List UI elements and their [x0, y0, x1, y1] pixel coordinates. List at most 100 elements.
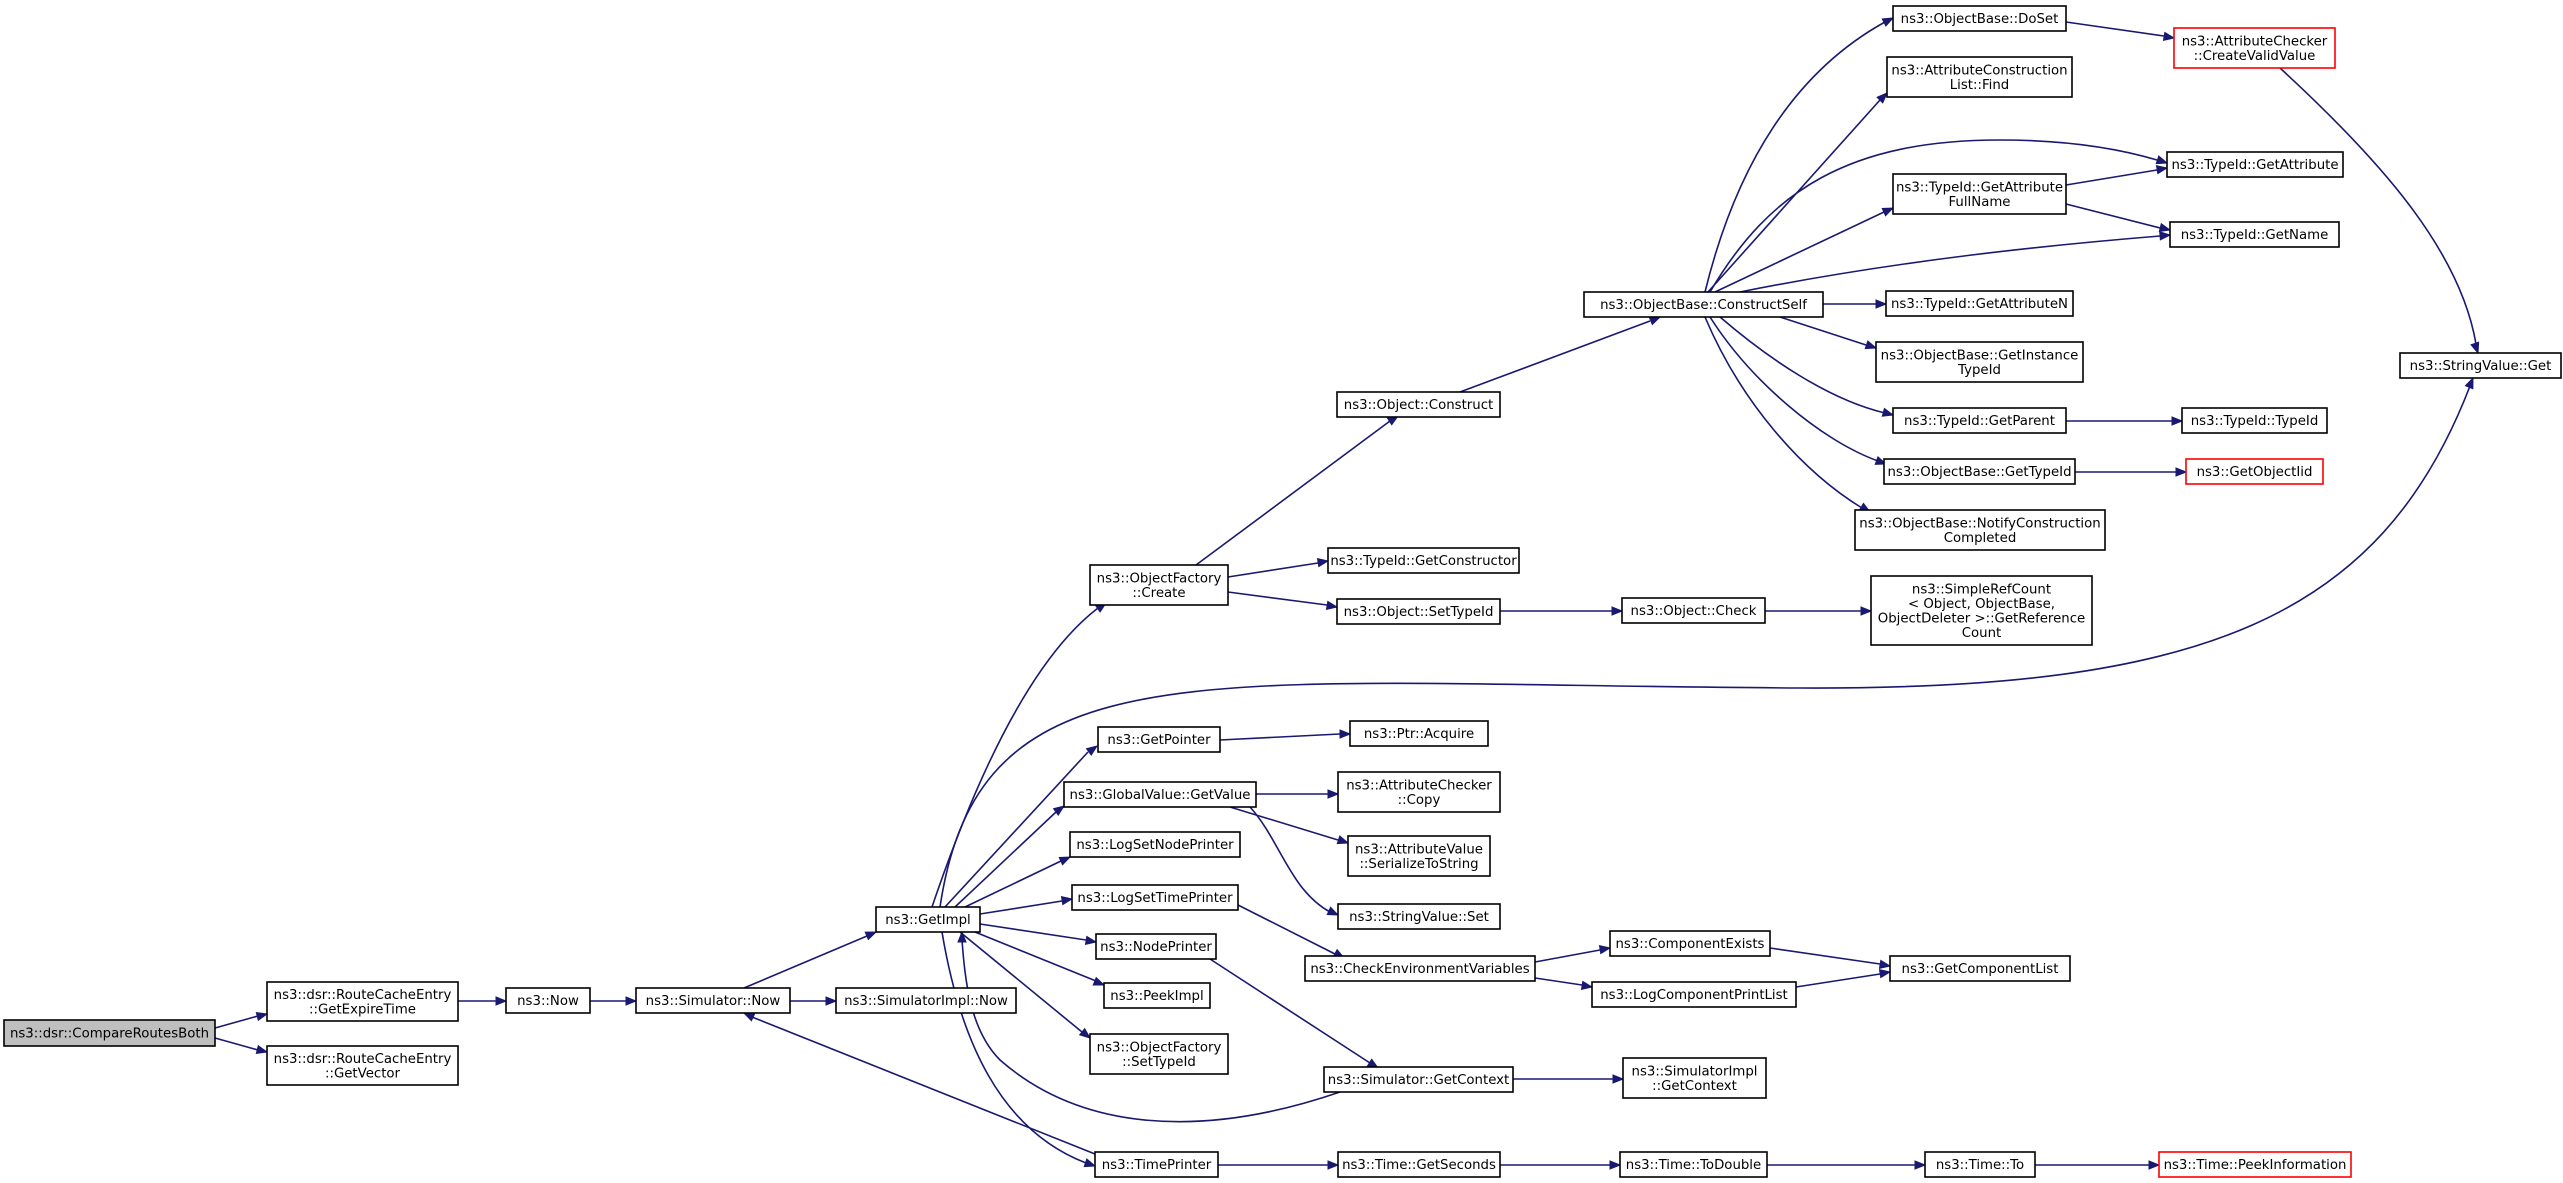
node-box[interactable]	[1609, 930, 1771, 957]
node-getexpire[interactable]: ns3::dsr::RouteCacheEntry::GetExpireTime	[266, 981, 459, 1022]
node-ptracquire[interactable]: ns3::Ptr::Acquire	[1349, 720, 1489, 747]
node-getname[interactable]: ns3::TypeId::GetName	[2169, 221, 2340, 248]
node-box[interactable]	[1323, 1066, 1514, 1093]
node-box[interactable]	[1892, 173, 2067, 215]
node-box[interactable]	[3, 1019, 216, 1047]
node-stringvalueget[interactable]: ns3::StringValue::Get	[2399, 352, 2562, 379]
node-box[interactable]	[1349, 720, 1489, 747]
node-now[interactable]: ns3::Now	[505, 987, 591, 1014]
node-box[interactable]	[1621, 597, 1766, 624]
node-box[interactable]	[505, 987, 591, 1014]
node-box[interactable]	[1069, 831, 1241, 858]
node-logsetnode[interactable]: ns3::LogSetNodePrinter	[1069, 831, 1241, 858]
node-logsettime[interactable]: ns3::LogSetTimePrinter	[1071, 884, 1239, 911]
node-root[interactable]: ns3::dsr::CompareRoutesBoth	[3, 1019, 216, 1047]
node-box[interactable]	[2173, 27, 2336, 69]
node-stringvalueset[interactable]: ns3::StringValue::Set	[1337, 903, 1501, 930]
node-getobjectiid[interactable]: ns3::GetObjectIid	[2185, 458, 2324, 485]
node-objfactorysettypeid[interactable]: ns3::ObjectFactory::SetTypeId	[1089, 1033, 1229, 1075]
node-objsettypeid[interactable]: ns3::Object::SetTypeId	[1336, 598, 1501, 625]
node-box[interactable]	[1337, 771, 1501, 813]
node-getattributen[interactable]: ns3::TypeId::GetAttributeN	[1885, 290, 2074, 317]
node-box[interactable]	[1870, 575, 2093, 646]
node-doset[interactable]: ns3::ObjectBase::DoSet	[1892, 5, 2067, 32]
node-timeprinter[interactable]: ns3::TimePrinter	[1094, 1151, 1219, 1178]
node-box[interactable]	[1097, 726, 1221, 753]
node-getvector[interactable]: ns3::dsr::RouteCacheEntry::GetVector	[266, 1045, 459, 1086]
node-box[interactable]	[1089, 1033, 1229, 1075]
node-notifyconstruction[interactable]: ns3::ObjectBase::NotifyConstructionCompl…	[1854, 509, 2106, 551]
node-box[interactable]	[1622, 1057, 1767, 1099]
node-simnow[interactable]: ns3::Simulator::Now	[635, 987, 791, 1014]
node-box[interactable]	[1889, 955, 2071, 982]
node-box[interactable]	[1063, 781, 1257, 808]
node-nodeprinter[interactable]: ns3::NodePrinter	[1095, 933, 1217, 960]
node-timeto[interactable]: ns3::Time::To	[1924, 1151, 2036, 1178]
node-box[interactable]	[1304, 955, 1536, 982]
node-box[interactable]	[2169, 221, 2340, 248]
node-box[interactable]	[875, 906, 981, 933]
node-objcheck[interactable]: ns3::Object::Check	[1621, 597, 1766, 624]
node-getimpl[interactable]: ns3::GetImpl	[875, 906, 981, 933]
node-box[interactable]	[266, 981, 459, 1022]
node-box[interactable]	[1095, 933, 1217, 960]
node-box[interactable]	[1583, 291, 1824, 318]
node-box[interactable]	[1875, 341, 2084, 383]
node-box[interactable]	[1103, 982, 1211, 1009]
node-simimplgetcontext[interactable]: ns3::SimulatorImpl::GetContext	[1622, 1057, 1767, 1099]
node-box[interactable]	[2158, 1151, 2352, 1178]
node-constructself[interactable]: ns3::ObjectBase::ConstructSelf	[1583, 291, 1824, 318]
node-box[interactable]	[1089, 564, 1229, 606]
node-getcomponentlist[interactable]: ns3::GetComponentList	[1889, 955, 2071, 982]
node-box[interactable]	[1854, 509, 2106, 551]
node-box[interactable]	[1591, 981, 1797, 1008]
node-box[interactable]	[1619, 1151, 1768, 1178]
node-box[interactable]	[1336, 598, 1501, 625]
node-componentexists[interactable]: ns3::ComponentExists	[1609, 930, 1771, 957]
node-box[interactable]	[1892, 407, 2067, 434]
node-box[interactable]	[1883, 458, 2076, 485]
node-box[interactable]	[1337, 903, 1501, 930]
node-createvalidvalue[interactable]: ns3::AttributeChecker::CreateValidValue	[2173, 27, 2336, 69]
node-attrcheckercopy[interactable]: ns3::AttributeChecker::Copy	[1337, 771, 1501, 813]
node-globalgetvalue[interactable]: ns3::GlobalValue::GetValue	[1063, 781, 1257, 808]
node-simplerefcount[interactable]: ns3::SimpleRefCount< Object, ObjectBase,…	[1870, 575, 2093, 646]
node-peekimpl[interactable]: ns3::PeekImpl	[1103, 982, 1211, 1009]
node-box[interactable]	[2399, 352, 2562, 379]
node-box[interactable]	[1094, 1151, 1219, 1178]
node-box[interactable]	[1892, 5, 2067, 32]
node-box[interactable]	[266, 1045, 459, 1086]
node-box[interactable]	[2181, 407, 2328, 434]
node-box[interactable]	[1336, 391, 1501, 418]
node-box[interactable]	[1886, 56, 2073, 98]
node-box[interactable]	[1337, 1151, 1501, 1178]
node-objbasegettypeid[interactable]: ns3::ObjectBase::GetTypeId	[1883, 458, 2076, 485]
node-box[interactable]	[635, 987, 791, 1014]
node-simimplnow[interactable]: ns3::SimulatorImpl::Now	[835, 987, 1017, 1014]
node-box[interactable]	[1924, 1151, 2036, 1178]
node-typeidgetconstructor[interactable]: ns3::TypeId::GetConstructor	[1327, 547, 1520, 574]
node-checkenv[interactable]: ns3::CheckEnvironmentVariables	[1304, 955, 1536, 982]
node-box[interactable]	[2166, 151, 2344, 178]
node-peekinformation[interactable]: ns3::Time::PeekInformation	[2158, 1151, 2352, 1178]
node-logcompprintlist[interactable]: ns3::LogComponentPrintList	[1591, 981, 1797, 1008]
node-box[interactable]	[1347, 835, 1491, 877]
node-getpointer[interactable]: ns3::GetPointer	[1097, 726, 1221, 753]
node-simgetcontext[interactable]: ns3::Simulator::GetContext	[1323, 1066, 1514, 1093]
node-typeidtypeid[interactable]: ns3::TypeId::TypeId	[2181, 407, 2328, 434]
node-timegetseconds[interactable]: ns3::Time::GetSeconds	[1337, 1151, 1501, 1178]
node-objfactorycreate[interactable]: ns3::ObjectFactory::Create	[1089, 564, 1229, 606]
node-box[interactable]	[835, 987, 1017, 1014]
node-box[interactable]	[1327, 547, 1520, 574]
node-box[interactable]	[1071, 884, 1239, 911]
node-box[interactable]	[2185, 458, 2324, 485]
node-getparent[interactable]: ns3::TypeId::GetParent	[1892, 407, 2067, 434]
node-attrvalueserialize[interactable]: ns3::AttributeValue::SerializeToString	[1347, 835, 1491, 877]
node-timetodouble[interactable]: ns3::Time::ToDouble	[1619, 1151, 1768, 1178]
node-objconstruct[interactable]: ns3::Object::Construct	[1336, 391, 1501, 418]
node-box[interactable]	[1885, 290, 2074, 317]
node-getattribute[interactable]: ns3::TypeId::GetAttribute	[2166, 151, 2344, 178]
